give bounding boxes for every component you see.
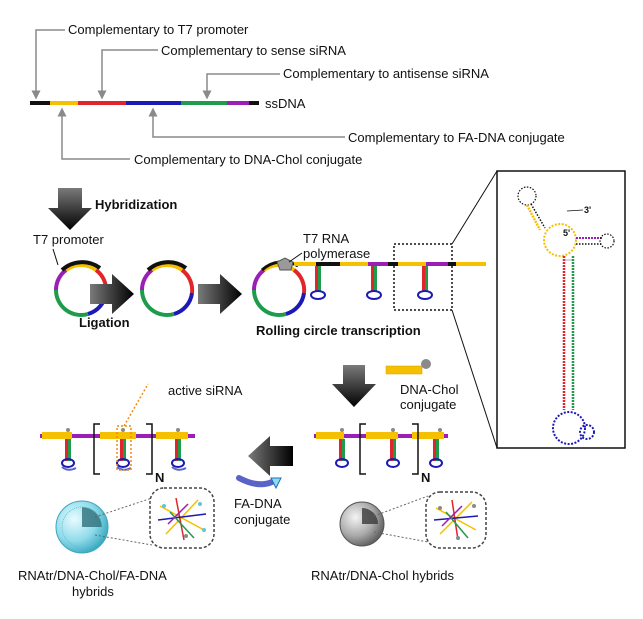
zoom-line-top bbox=[451, 170, 498, 245]
label-t7-promoter: T7 promoter bbox=[33, 232, 104, 247]
label-rct: Rolling circle transcription bbox=[256, 323, 421, 338]
label-hybridization: Hybridization bbox=[95, 197, 177, 212]
label-fa-dna-1: FA-DNA bbox=[234, 496, 282, 511]
t7-promoter-pointer bbox=[52, 248, 59, 266]
zoom-line-right-np bbox=[373, 495, 429, 517]
label-t7-rna-pol-1: T7 RNA bbox=[303, 231, 350, 246]
hairpin-3 bbox=[417, 266, 433, 300]
dna-chol-conjugate-icon bbox=[385, 359, 431, 375]
label-fa-dna-comp: Complementary to FA-DNA conjugate bbox=[348, 130, 565, 145]
rna-transcript bbox=[294, 262, 486, 266]
fa-dna-addition-arrow bbox=[248, 436, 293, 476]
t7-rna-polymerase-icon bbox=[276, 257, 294, 271]
label-sense-comp: Complementary to sense siRNA bbox=[161, 43, 346, 58]
secondary-structure-panel bbox=[496, 170, 626, 449]
left-np-network bbox=[157, 497, 207, 541]
circular-dna-2 bbox=[140, 260, 195, 317]
polymerase-pointer bbox=[288, 252, 303, 263]
annotation-lines bbox=[31, 29, 345, 160]
dna-chol-addition-arrow bbox=[332, 365, 376, 407]
label-dna-chol-comp: Complementary to DNA-Chol conjugate bbox=[134, 152, 362, 167]
label-ligation: Ligation bbox=[79, 315, 130, 330]
label-three-prime: 3' bbox=[584, 205, 591, 215]
circular-dna-3 bbox=[252, 260, 307, 317]
label-hybrids-left-2: hybrids bbox=[72, 584, 114, 599]
label-antisense-comp: Complementary to antisense siRNA bbox=[283, 66, 489, 81]
fa-dna-conjugate-icon bbox=[236, 475, 282, 490]
label-t7-promoter-comp: Complementary to T7 promoter bbox=[68, 22, 249, 37]
label-fa-dna-2: conjugate bbox=[234, 512, 290, 527]
ssdna-strand bbox=[30, 101, 259, 105]
circular-dna-1 bbox=[54, 260, 109, 317]
zoom-line-left-np-2 bbox=[94, 534, 153, 546]
right-np-network bbox=[433, 499, 479, 541]
label-dna-chol-1: DNA-Chol bbox=[400, 382, 459, 397]
three-prime-pointer bbox=[566, 209, 584, 212]
zoom-line-right-np-2 bbox=[373, 531, 429, 543]
zoom-box bbox=[393, 243, 453, 311]
gray-nanoparticle bbox=[339, 501, 385, 547]
label-hybrids-left-1: RNAtr/DNA-Chol/FA-DNA bbox=[18, 568, 167, 583]
transcription-arrow bbox=[198, 274, 242, 314]
rnatr-dna-chol-construct bbox=[314, 423, 448, 475]
zoom-line-bottom bbox=[451, 309, 498, 449]
label-n-right: N bbox=[421, 470, 430, 485]
label-active-sirna: active siRNA bbox=[168, 383, 243, 398]
hairpin-2 bbox=[366, 266, 382, 300]
label-five-prime: 5' bbox=[563, 228, 570, 238]
label-hybrids-right: RNAtr/DNA-Chol hybrids bbox=[311, 568, 455, 583]
label-t7-rna-pol-2: polymerase bbox=[303, 246, 370, 261]
rna-secondary-structure bbox=[517, 186, 615, 445]
hairpin-1 bbox=[310, 266, 326, 300]
label-n-left: N bbox=[155, 470, 164, 485]
rnatr-dna-chol-fa-dna-construct bbox=[40, 383, 195, 475]
label-dna-chol-2: conjugate bbox=[400, 397, 456, 412]
cyan-nanoparticle bbox=[55, 500, 109, 554]
label-ssdna: ssDNA bbox=[265, 96, 306, 111]
zoom-line-left-np bbox=[94, 497, 153, 518]
ligation-arrow bbox=[90, 274, 134, 314]
hybridization-arrow bbox=[48, 188, 92, 230]
